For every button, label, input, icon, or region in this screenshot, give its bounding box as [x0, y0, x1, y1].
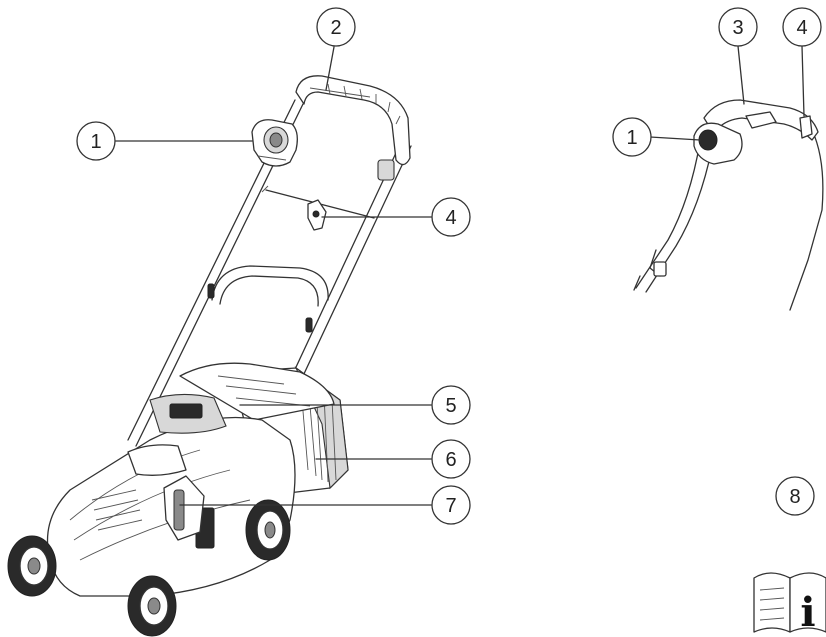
callout-label: 4 [796, 17, 807, 39]
mower-illustration [7, 75, 412, 637]
callout-1-main: 1 [76, 121, 253, 161]
top-handle-bar [295, 75, 411, 181]
handle-detail-illustration [633, 99, 824, 311]
callout-label: 4 [445, 207, 456, 229]
callout-label: 3 [732, 17, 743, 39]
manual-letter: i [800, 589, 815, 636]
callout-4-main: 4 [321, 197, 471, 237]
callout-6: 6 [315, 439, 471, 479]
callout-label: 2 [330, 17, 341, 39]
callout-5: 5 [239, 385, 471, 425]
wheel-rear-right [245, 499, 291, 561]
callout-4-detail: 4 [782, 7, 822, 117]
callout-2: 2 [316, 7, 356, 91]
callout-label: 5 [445, 395, 456, 417]
callout-label: 8 [789, 486, 800, 508]
switch-box [251, 119, 298, 167]
callout-1-detail: 1 [612, 117, 701, 157]
handle-bolts [207, 283, 313, 333]
mower-deck [46, 393, 296, 597]
callout-3: 3 [718, 7, 758, 105]
wheel-front-left [7, 535, 57, 597]
callout-label: 6 [445, 449, 456, 471]
wheel-front-right [127, 575, 177, 637]
callout-8: 8 [775, 476, 815, 516]
wheels [7, 499, 291, 637]
callout-label: 1 [90, 131, 101, 153]
read-manual-icon: i [753, 572, 826, 636]
cable-clip [261, 185, 375, 231]
callout-label: 1 [626, 127, 637, 149]
callout-label: 7 [445, 495, 456, 517]
callout-7: 7 [179, 485, 471, 525]
